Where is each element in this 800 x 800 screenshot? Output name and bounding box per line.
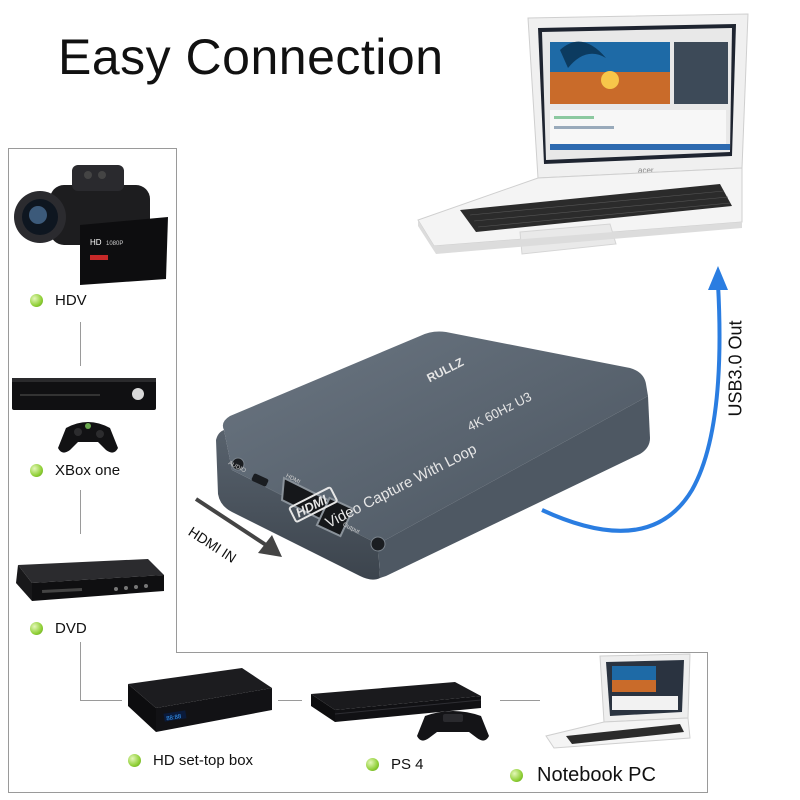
laptop-brand: acer <box>638 166 654 175</box>
set-top-box-icon: 88:88 <box>128 668 272 732</box>
source-label-ps4: PS 4 <box>391 756 424 773</box>
bullet-icon <box>128 754 141 767</box>
chain-line-6 <box>500 700 540 701</box>
page-title: Easy Connection <box>58 29 444 85</box>
xbox-console-icon <box>12 378 156 453</box>
source-item-dvd: DVD <box>30 620 87 637</box>
source-item-hdv: HDV <box>30 292 87 309</box>
bullet-icon <box>510 769 523 782</box>
frame-line-bottom <box>8 792 708 793</box>
chain-line-4 <box>80 700 122 701</box>
frame-line-inner-vert <box>176 148 177 653</box>
frame-line-left <box>8 148 9 793</box>
notebook-pc-icon <box>545 653 691 749</box>
source-item-xbox: XBox one <box>30 462 120 479</box>
hdmi-in-arrow <box>194 497 282 557</box>
chain-line-2 <box>80 490 81 534</box>
svg-text:88:88: 88:88 <box>166 714 182 722</box>
source-label-settop: HD set-top box <box>153 752 254 769</box>
capture-device-image: RULLZ HDMI Video Capture With Loop 4K 60… <box>216 331 650 580</box>
chain-line-5 <box>278 700 302 701</box>
chain-line-1 <box>80 322 81 366</box>
svg-text:1080P: 1080P <box>106 241 123 247</box>
frame-line-top <box>8 148 176 149</box>
source-item-notebook: Notebook PC <box>510 764 656 787</box>
bullet-icon <box>30 294 43 307</box>
source-item-settop: HD set-top box <box>128 752 253 769</box>
svg-text:HD: HD <box>90 238 102 247</box>
chain-line-3 <box>80 642 81 700</box>
frame-line-right <box>707 652 708 793</box>
source-label-dvd: DVD <box>55 620 87 637</box>
source-label-hdv: HDV <box>55 292 87 309</box>
source-label-notebook: Notebook PC <box>537 764 656 786</box>
bullet-icon <box>366 758 379 771</box>
laptop-image: acer <box>417 13 749 255</box>
bullet-icon <box>30 464 43 477</box>
source-item-ps4: PS 4 <box>366 756 424 773</box>
usb-out-arrow <box>541 266 728 533</box>
source-label-xbox: XBox one <box>55 462 121 479</box>
ps4-console-icon <box>311 682 489 741</box>
bullet-icon <box>30 622 43 635</box>
usb-out-label: USB3.0 Out <box>725 320 746 417</box>
frame-line-inner-horiz <box>176 652 708 653</box>
dvd-player-icon <box>16 559 164 601</box>
camcorder-icon: HD 1080P <box>14 165 168 285</box>
